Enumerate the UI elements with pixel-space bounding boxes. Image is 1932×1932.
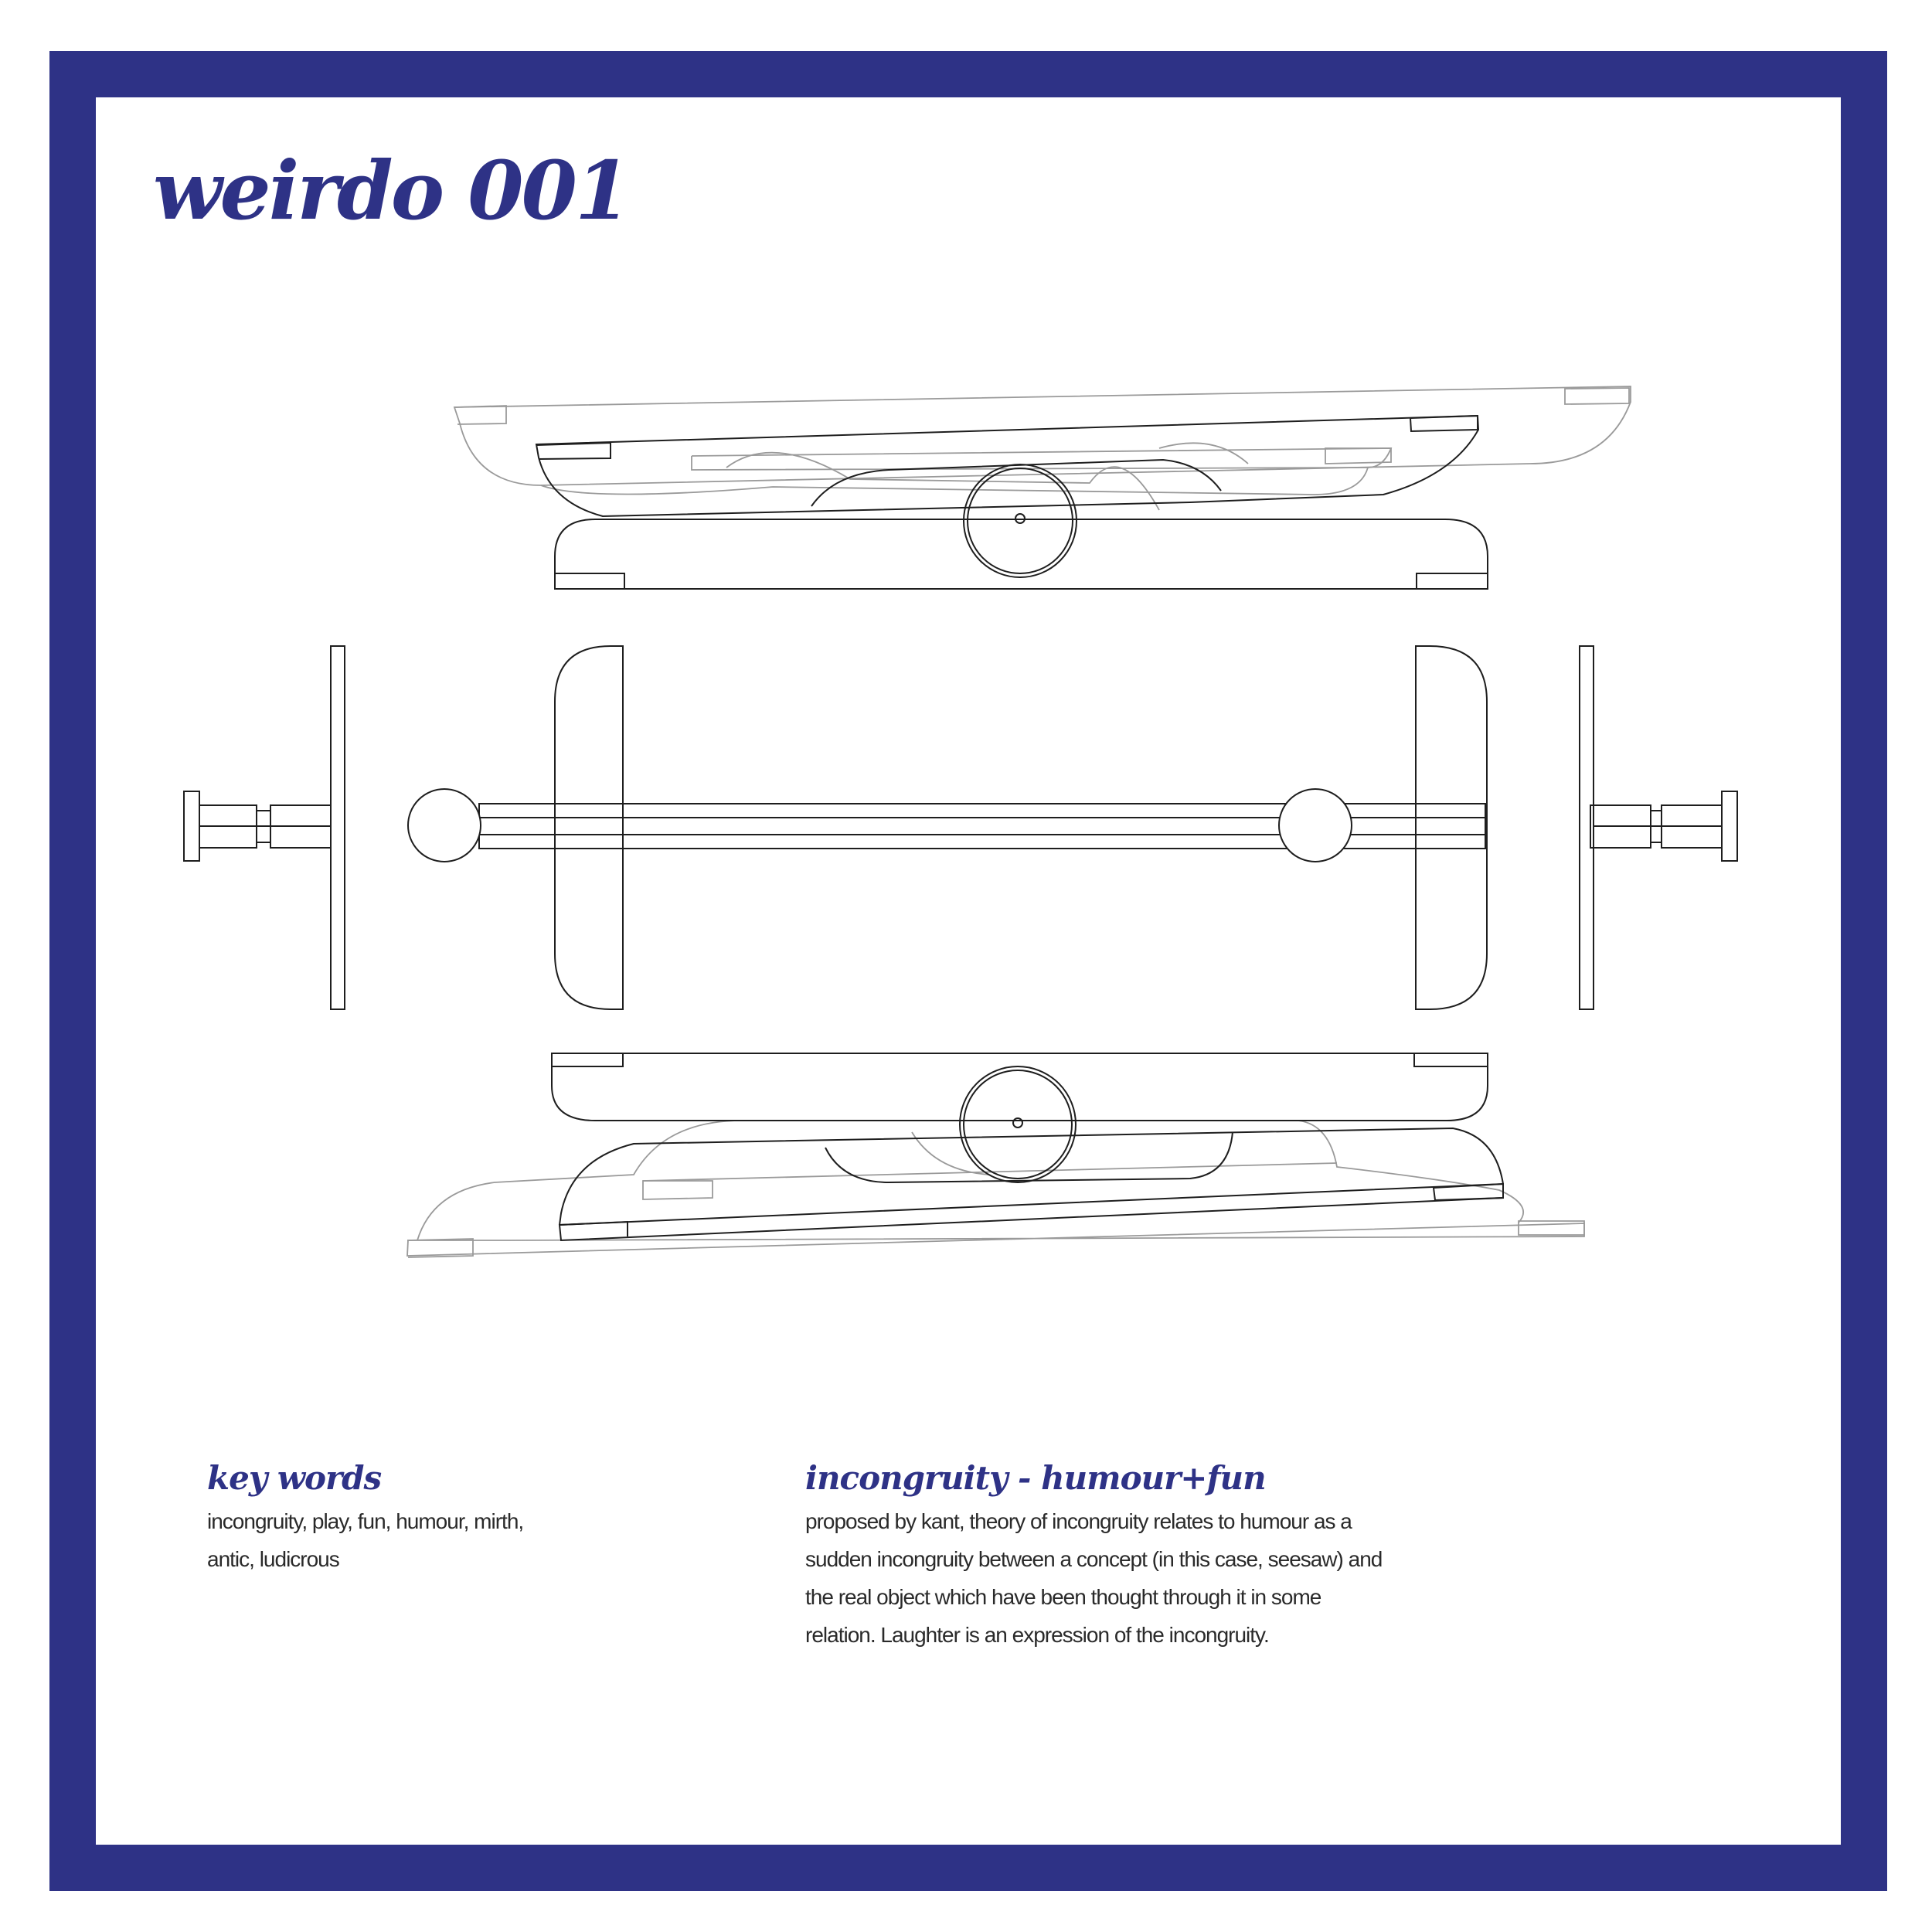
knob-left bbox=[407, 788, 481, 862]
elevation-bottom bbox=[406, 1053, 1585, 1258]
knob-right bbox=[1278, 788, 1352, 862]
keywords-heading: key words bbox=[207, 1459, 382, 1497]
handle-right bbox=[1579, 645, 1738, 1010]
concept-heading: incongruity - humour+fun bbox=[805, 1459, 1267, 1497]
pivot-top bbox=[963, 464, 1077, 578]
plank-top bbox=[535, 414, 1480, 518]
handle-left bbox=[183, 645, 345, 1010]
concept-line: proposed by kant, theory of incongruity … bbox=[805, 1509, 1352, 1533]
keywords-line: incongruity, play, fun, humour, mirth, bbox=[207, 1509, 524, 1533]
plank-bottom bbox=[558, 1127, 1504, 1242]
plan-view bbox=[183, 645, 1738, 1010]
concept-text: proposed by kant, theory of incongruity … bbox=[805, 1502, 1383, 1654]
concept-line: relation. Laughter is an expression of t… bbox=[805, 1623, 1270, 1647]
keywords-line: antic, ludicrous bbox=[207, 1547, 340, 1571]
elevation-top bbox=[453, 386, 1631, 590]
base-top bbox=[554, 519, 1488, 590]
ghost-tilt-bottom bbox=[406, 1120, 1585, 1258]
concept-line: the real object which have been thought … bbox=[805, 1585, 1321, 1609]
seat-right bbox=[1415, 645, 1488, 1010]
page-border bbox=[49, 51, 1887, 1891]
seat-left bbox=[554, 645, 624, 1010]
page-title: weirdo 001 bbox=[153, 143, 631, 238]
keywords-text: incongruity, play, fun, humour, mirth, a… bbox=[207, 1502, 524, 1578]
concept-line: sudden incongruity between a concept (in… bbox=[805, 1547, 1383, 1571]
rocker-bottom bbox=[825, 1131, 1233, 1184]
base-bottom bbox=[551, 1053, 1488, 1121]
rocker-top bbox=[811, 458, 1222, 507]
ghost-tilt-top bbox=[453, 386, 1631, 511]
pivot-bottom bbox=[959, 1066, 1077, 1183]
